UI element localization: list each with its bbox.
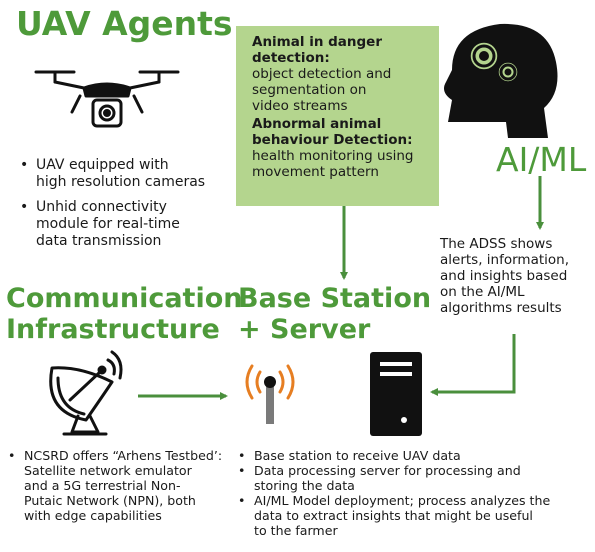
adss-line: alerts, information, (440, 252, 569, 268)
adss-line: and insights based (440, 268, 568, 284)
detection-text-line: video streams (252, 98, 348, 114)
adss-line: The ADSS shows (440, 236, 553, 252)
bullet-line: data transmission (36, 233, 162, 249)
arrow-adss-to-server (430, 334, 516, 396)
list-item: Unhid connectivity module for real-time … (16, 199, 226, 250)
base-station-title: Base Station + Server (238, 283, 431, 345)
detection-title: Animal in danger detection: (252, 34, 429, 66)
behaviour-text-line: health monitoring using (252, 148, 414, 164)
bullet-line: and a 5G terrestrial Non- (24, 478, 181, 493)
bullet-line: to the farmer (254, 523, 338, 538)
detection-text-line: segmentation on (252, 82, 367, 98)
head-gears-icon (444, 23, 558, 138)
bullet-line: AI/ML Model deployment; process analyzes… (254, 493, 551, 508)
radio-tower-icon (245, 364, 295, 424)
bullet-line: with edge capabilities (24, 508, 162, 523)
detection-title-line: Animal in danger (252, 34, 382, 50)
list-item: Base station to receive UAV data (234, 448, 594, 463)
base-station-title-line: + Server (238, 314, 371, 345)
behaviour-text: health monitoring using movement pattern (252, 148, 429, 180)
uav-agents-title: UAV Agents (16, 4, 233, 43)
aiml-title: AI/ML (496, 140, 587, 179)
drone-icon (34, 70, 180, 128)
base-station-title-line: Base Station (238, 283, 432, 314)
bullet-line: NCSRD offers “Arhens Testbed’: (24, 448, 223, 463)
bullet-line: storing the data (254, 478, 355, 493)
bullet-line: Data processing server for processing an… (254, 463, 521, 478)
analysis-box: Animal in danger detection: object detec… (236, 26, 439, 206)
behaviour-title: Abnormal animal behaviour Detection: (252, 116, 429, 148)
base-station-bullet-list: Base station to receive UAV data Data pr… (234, 448, 594, 538)
behaviour-text-line: movement pattern (252, 164, 379, 180)
bullet-line: high resolution cameras (36, 174, 206, 190)
communication-bullet-list: NCSRD offers “Arhens Testbed’: Satellite… (4, 448, 236, 523)
bullet-line: UAV equipped with (36, 157, 169, 173)
bullet-line: Unhid connectivity (36, 199, 167, 215)
communication-title: Communication Infrastructure (6, 283, 243, 345)
list-item: AI/ML Model deployment; process analyzes… (234, 493, 594, 538)
communication-title-line: Communication (6, 283, 243, 314)
list-item: UAV equipped with high resolution camera… (16, 157, 226, 191)
bullet-line: Base station to receive UAV data (254, 448, 461, 463)
satellite-dish-icon (49, 350, 123, 436)
adss-line: on the AI/ML (440, 284, 525, 300)
bullet-line: Putaic Network (NPN), both (24, 493, 196, 508)
flow-arrows (138, 176, 544, 400)
bullet-line: module for real-time (36, 216, 180, 232)
bullet-line: Satellite network emulator (24, 463, 192, 478)
bullet-line: data to extract insights that might be u… (254, 508, 533, 523)
list-item: NCSRD offers “Arhens Testbed’: Satellite… (4, 448, 236, 523)
adss-line: algorithms results (440, 300, 562, 316)
communication-title-line: Infrastructure (6, 314, 220, 345)
detection-title-line: detection: (252, 50, 330, 66)
adss-description: The ADSS shows alerts, information, and … (440, 236, 595, 316)
uav-bullet-list: UAV equipped with high resolution camera… (16, 157, 226, 258)
behaviour-title-line: Abnormal animal (252, 116, 382, 132)
detection-text-line: object detection and (252, 66, 392, 82)
behaviour-title-line: behaviour Detection: (252, 132, 413, 148)
detection-text: object detection and segmentation on vid… (252, 66, 429, 114)
server-icon (370, 352, 422, 436)
list-item: Data processing server for processing an… (234, 463, 594, 493)
